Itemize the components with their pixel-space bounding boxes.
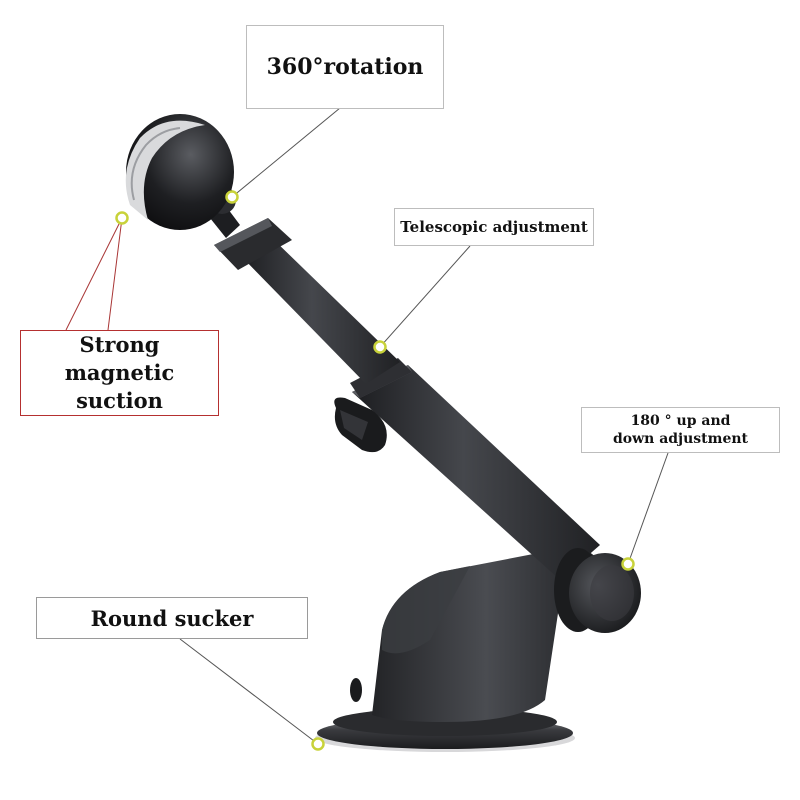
- marker-magnetic: [115, 211, 129, 225]
- sucker-label-box: Round sucker: [36, 597, 308, 639]
- magnetic-head: [125, 114, 240, 238]
- magnetic-label-line2: magnetic suction: [64, 360, 175, 413]
- marker-updown: [621, 557, 635, 571]
- rotation-label-box: 360°rotation: [246, 25, 444, 109]
- adjustment-knob: [554, 548, 641, 633]
- marker-sucker: [311, 737, 325, 751]
- telescopic-label-box: Telescopic adjustment: [394, 208, 594, 246]
- magnetic-label-box: Strong magnetic suction: [20, 330, 219, 416]
- upper-arm: [214, 218, 400, 384]
- sucker-label: Round sucker: [90, 605, 254, 631]
- lower-arm: [350, 358, 600, 580]
- telescopic-label: Telescopic adjustment: [400, 218, 588, 236]
- marker-dots: [115, 190, 635, 751]
- marker-telescopic: [373, 340, 387, 354]
- side-knob: [334, 397, 387, 453]
- updown-label-box: 180 ° up and down adjustment: [581, 407, 780, 453]
- updown-label-line1: 180 ° up and: [630, 413, 731, 429]
- base-body: [350, 545, 600, 722]
- rotation-label: 360°rotation: [266, 54, 424, 80]
- leader-lines: [65, 107, 669, 745]
- updown-label-line2: down adjustment: [612, 431, 749, 447]
- magnetic-label-line1: Strong: [79, 332, 160, 357]
- marker-rotation: [225, 190, 239, 204]
